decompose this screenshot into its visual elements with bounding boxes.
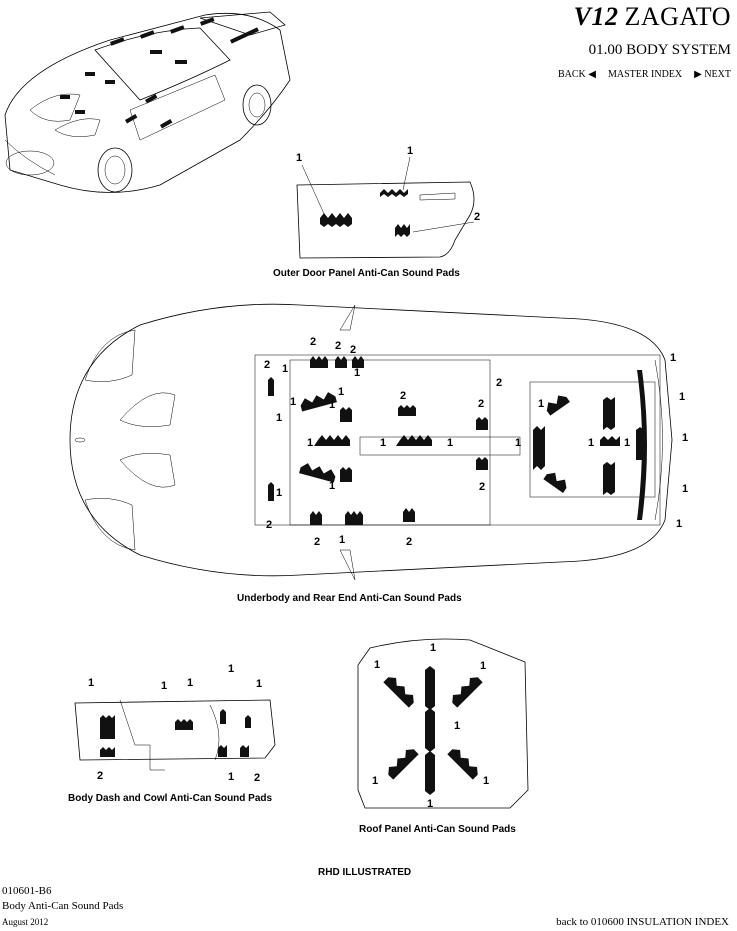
callout-1: 1 [354, 367, 361, 379]
callout-2: 2 [314, 536, 321, 548]
callout-1: 1 [88, 677, 95, 689]
callout-1: 1 [374, 659, 381, 671]
callout-2: 2 [406, 536, 413, 548]
brand-name: ZAGATO [624, 2, 731, 31]
callout-1: 1 [538, 398, 545, 410]
callout-1: 1 [407, 145, 414, 157]
callout-2: 2 [264, 359, 271, 371]
callout-2: 2 [474, 211, 481, 223]
dash-cowl-illustration [74, 699, 276, 771]
callout-2: 2 [400, 390, 407, 402]
callout-1: 1 [682, 432, 689, 444]
dash-caption: Body Dash and Cowl Anti-Can Sound Pads [68, 793, 273, 804]
callout-1: 1 [256, 678, 263, 690]
callout-1: 1 [447, 437, 454, 449]
callout-1: 1 [679, 391, 686, 403]
section-title: 01.00 BODY SYSTEM [588, 42, 731, 58]
underbody-caption: Underbody and Rear End Anti-Can Sound Pa… [237, 593, 462, 604]
brand-logo: V12 ZAGATO [574, 2, 731, 32]
callout-1: 1 [296, 152, 303, 164]
callout-2: 2 [496, 377, 503, 389]
callout-2: 2 [479, 481, 486, 493]
callout-1: 1 [670, 352, 677, 364]
callout-1: 1 [588, 437, 595, 449]
footer-title: Body Anti-Can Sound Pads [2, 900, 124, 912]
callout-1: 1 [307, 437, 314, 449]
callout-1: 1 [329, 480, 336, 492]
next-label: NEXT [704, 69, 731, 80]
callout-2: 2 [335, 340, 342, 352]
callout-1: 1 [454, 720, 461, 732]
back-label: BACK [557, 69, 586, 80]
callout-1: 1 [515, 437, 522, 449]
footer-code: 010601-B6 [2, 885, 52, 897]
roof-panel-illustration [357, 638, 529, 809]
callout-1: 1 [380, 437, 387, 449]
callout-1: 1 [480, 660, 487, 672]
callout-1: 1 [339, 534, 346, 546]
callout-2: 2 [478, 398, 485, 410]
callout-2: 2 [266, 519, 273, 531]
callout-1: 1 [676, 518, 683, 530]
callout-1: 1 [290, 396, 297, 408]
triangle-right-icon: ▶ [694, 69, 702, 80]
outer-door-caption: Outer Door Panel Anti-Can Sound Pads [273, 268, 460, 279]
callout-1: 1 [228, 771, 235, 783]
callout-1: 1 [338, 386, 345, 398]
callout-1: 1 [282, 363, 289, 375]
callout-1: 1 [276, 487, 283, 499]
callout-1: 1 [682, 483, 689, 495]
callout-1: 1 [624, 437, 631, 449]
triangle-left-icon: ◀ [588, 69, 596, 80]
next-link[interactable]: ▶ NEXT [694, 69, 731, 80]
callout-1: 1 [276, 412, 283, 424]
callout-2: 2 [310, 336, 317, 348]
callout-1: 1 [187, 677, 194, 689]
outer-door-panel-illustration [296, 156, 475, 259]
roof-caption: Roof Panel Anti-Can Sound Pads [359, 824, 516, 835]
rhd-note: RHD ILLUSTRATED [318, 867, 412, 878]
callout-1: 1 [372, 775, 379, 787]
callout-1: 1 [228, 663, 235, 675]
callout-1: 1 [161, 680, 168, 692]
back-to-insulation-index-link[interactable]: back to 010600 INSULATION INDEX [556, 916, 729, 928]
back-link[interactable]: BACK ◀ [558, 69, 596, 80]
nav-bar: BACK ◀ MASTER INDEX ▶ NEXT [558, 69, 731, 80]
master-index-link[interactable]: MASTER INDEX [607, 69, 683, 80]
underbody-illustration [69, 303, 673, 581]
car-perspective-illustration [4, 11, 291, 193]
callout-1: 1 [427, 798, 434, 810]
callout-2: 2 [97, 770, 104, 782]
callout-2: 2 [254, 772, 261, 784]
callout-1: 1 [483, 775, 490, 787]
footer-date: August 2012 [2, 917, 49, 927]
callout-1: 1 [329, 399, 336, 411]
callout-2: 2 [350, 344, 357, 356]
callout-1: 1 [430, 642, 437, 654]
brand-mark: V12 [573, 2, 619, 31]
